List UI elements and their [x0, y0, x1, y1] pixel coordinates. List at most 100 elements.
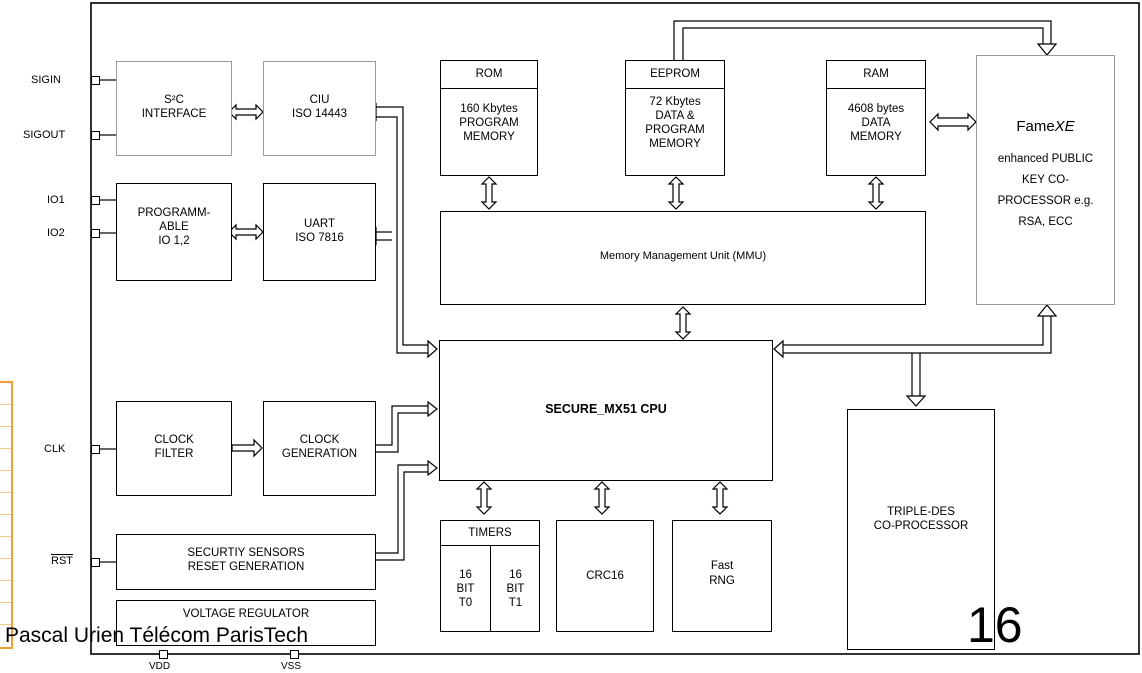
cpu-rng-arrow [712, 481, 728, 515]
ciu-block: CIU ISO 14443 [263, 61, 376, 156]
clock-filter-label-1: CLOCK [154, 434, 194, 446]
cpu-timers-arrow [476, 481, 492, 515]
pin-vdd [159, 650, 168, 659]
eeprom-mmu-arrow [668, 176, 684, 210]
pin-clk [91, 445, 100, 454]
cpu-coprocessor-bus [783, 316, 1052, 396]
pin-rst [91, 558, 100, 567]
timer-t1-line-2: BIT [506, 583, 525, 595]
famexe-name-italic: XE [1054, 118, 1075, 135]
prog-io-label-2: ABLE [159, 221, 189, 233]
tdes-label-1: TRIPLE-DES [887, 506, 955, 518]
triple-des-block: TRIPLE-DES CO-PROCESSOR [847, 409, 995, 650]
timer-t1-line-3: T1 [508, 597, 523, 609]
mmu-label: Memory Management Unit (MMU) [599, 250, 767, 262]
eeprom-line-2: DATA & [655, 110, 695, 122]
sensors-label-2: RESET GENERATION [187, 561, 305, 573]
famexe-name-plain: Fame [1016, 118, 1055, 135]
ram-line-1: 4608 bytes [847, 103, 905, 115]
s2c-label-1: S²C [164, 94, 184, 106]
chip-outline [90, 2, 1140, 655]
pin-label-sigout: SIGOUT [23, 129, 66, 141]
prog-io-label-1: PROGRAMM- [137, 207, 211, 219]
pin-io2 [91, 229, 100, 238]
rng-label-2: RNG [709, 575, 735, 587]
crc16-block: CRC16 [556, 520, 654, 632]
famexe-coprocessor-block: FameXE enhanced PUBLIC KEY CO- PROCESSOR… [976, 55, 1115, 305]
rom-block: ROM 160 Kbytes PROGRAM MEMORY [440, 60, 538, 176]
programmable-io-block: PROGRAMM- ABLE IO 1,2 [116, 183, 232, 281]
pin-io1 [91, 196, 100, 205]
s2c-ciu-arrow [228, 104, 264, 120]
pin-label-io2: IO2 [47, 227, 65, 239]
rom-line-2: PROGRAM [459, 117, 519, 129]
prog-io-label-3: IO 1,2 [158, 235, 190, 247]
timers-title: TIMERS [468, 527, 512, 539]
cpu-label: SECURE_MX51 CPU [545, 402, 667, 416]
timer-t0-line-1: 16 [459, 569, 472, 581]
ram-block: RAM 4608 bytes DATA MEMORY [826, 60, 926, 176]
timer-t0-line-3: T0 [458, 597, 473, 609]
s2c-interface-block: S²C INTERFACE [116, 61, 232, 156]
pin-label-io1: IO1 [47, 194, 65, 206]
tdes-label-2: CO-PROCESSOR [873, 520, 969, 532]
ram-line-3: MEMORY [850, 131, 902, 143]
pin-label-vss: VSS [281, 661, 302, 672]
pin-label-rst: RST [51, 555, 73, 567]
crc-label: CRC16 [586, 570, 624, 582]
pin-wires [100, 79, 116, 563]
rom-mmu-arrow [481, 176, 497, 210]
pin-label-clk: CLK [44, 443, 66, 455]
clock-generation-block: CLOCK GENERATION [263, 401, 376, 496]
s2c-label-2: INTERFACE [141, 108, 207, 120]
pin-sigin [91, 76, 100, 85]
timer-t1-line-1: 16 [509, 569, 522, 581]
rng-label-1: Fast [710, 560, 734, 572]
pin-sigout [91, 131, 100, 140]
eeprom-line-4: MEMORY [649, 138, 701, 150]
uart-block: UART ISO 7816 [263, 183, 376, 281]
famexe-line-1: enhanced PUBLIC [997, 153, 1094, 165]
footer-author: Pascal Urien Télécom ParisTech [5, 624, 309, 647]
ram-line-2: DATA [861, 117, 891, 129]
clock-gen-label-2: GENERATION [281, 448, 358, 460]
io-uart-arrow [228, 224, 264, 240]
slide-number: 16 [967, 597, 1023, 653]
famexe-line-4: RSA, ECC [1018, 216, 1073, 228]
clock-filter-block: CLOCK FILTER [116, 401, 232, 496]
pin-label-vdd: VDD [149, 661, 171, 672]
eeprom-fame-bus [673, 20, 1052, 60]
clock-filter-label-2: FILTER [154, 448, 194, 460]
rom-title: ROM [475, 68, 503, 80]
pin-label-sigin: SIGIN [31, 74, 61, 86]
eeprom-line-1: 72 Kbytes [649, 96, 701, 108]
pin-vss [290, 650, 299, 659]
clock-cpu-bus [376, 405, 428, 561]
ciu-label-2: ISO 14443 [292, 108, 347, 120]
famexe-title: FameXE [977, 118, 1114, 136]
cpu-crc-arrow [594, 481, 610, 515]
sensors-label-1: SECURTIY SENSORS [187, 547, 305, 559]
rom-line-3: MEMORY [463, 131, 515, 143]
clock-filter-arrow [231, 438, 263, 458]
timers-block: TIMERS 16 BIT T0 16 BIT T1 [440, 520, 540, 632]
voltage-regulator-block: VOLTAGE REGULATOR [116, 600, 376, 646]
voltage-label: VOLTAGE REGULATOR [182, 608, 310, 620]
ram-fame-arrow [929, 112, 977, 132]
clock-gen-label-1: CLOCK [299, 434, 340, 446]
uart-label-2: ISO 7816 [295, 232, 344, 244]
mmu-block: Memory Management Unit (MMU) [440, 211, 926, 305]
eeprom-block: EEPROM 72 Kbytes DATA & PROGRAM MEMORY [625, 60, 725, 176]
ram-mmu-arrow [868, 176, 884, 210]
mmu-cpu-arrow [675, 306, 691, 340]
offslide-table-fragment [0, 381, 13, 649]
famexe-line-3: PROCESSOR e.g. [997, 195, 1094, 207]
eeprom-title: EEPROM [650, 68, 700, 80]
ciu-label-1: CIU [309, 94, 330, 106]
famexe-line-2: KEY CO- [1021, 174, 1070, 186]
rom-line-1: 160 Kbytes [460, 103, 518, 115]
ram-title: RAM [863, 68, 889, 80]
cpu-block: SECURE_MX51 CPU [439, 340, 773, 481]
fast-rng-block: Fast RNG [672, 520, 772, 632]
